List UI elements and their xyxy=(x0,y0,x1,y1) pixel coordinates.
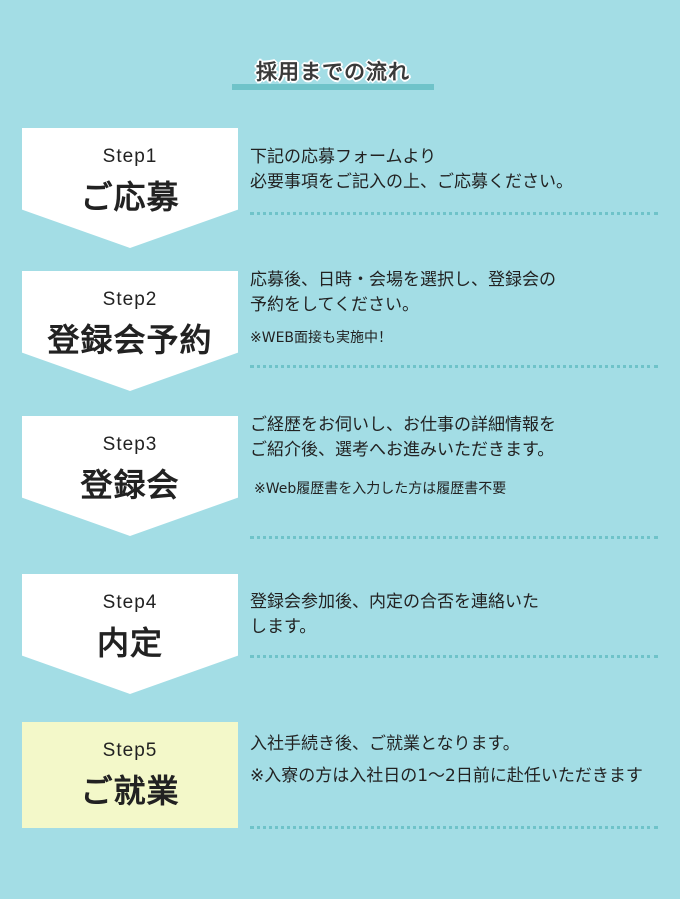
step-3-badge: Step3 登録会 xyxy=(22,416,238,536)
step-number: Step2 xyxy=(102,289,158,310)
divider xyxy=(250,655,658,658)
desc-line: ご紹介後、選考へお進みいただきます。 xyxy=(250,440,555,460)
step-1-description: 下記の応募フォームより必要事項をご記入の上、ご応募ください。 xyxy=(250,145,670,195)
step-4-badge: Step4 内定 xyxy=(22,574,238,694)
divider xyxy=(250,536,658,539)
desc-note: ※Web履歴書を入力した方は履歴書不要 xyxy=(254,481,507,497)
desc-line: ご経歴をお伺いし、お仕事の詳細情報を xyxy=(250,415,556,435)
divider xyxy=(250,212,658,215)
heading-underline xyxy=(232,84,434,90)
step-name: 内定 xyxy=(96,624,163,662)
step-name: ご応募 xyxy=(80,178,180,216)
desc-line: 応募後、日時・会場を選択し、登録会の xyxy=(250,270,556,290)
step-number: Step4 xyxy=(102,592,158,613)
section-heading: 採用までの流れ xyxy=(232,56,434,90)
step-name: 登録会予約 xyxy=(47,321,213,359)
heading-text: 採用までの流れ xyxy=(256,60,410,84)
step-2-description: 応募後、日時・会場を選択し、登録会の予約をしてください。 ※WEB面接も実施中！ xyxy=(250,268,670,351)
desc-line: 予約をしてください。 xyxy=(250,295,419,315)
step-number: Step3 xyxy=(102,434,158,455)
step-name: 登録会 xyxy=(80,466,180,504)
step-3-description: ご経歴をお伺いし、お仕事の詳細情報をご紹介後、選考へお進みいただきます。 ※Web… xyxy=(250,413,670,502)
divider xyxy=(250,826,658,829)
step-name: ご就業 xyxy=(80,772,180,810)
divider xyxy=(250,365,658,368)
step-number: Step1 xyxy=(102,146,158,167)
desc-line: 入社手続き後、ご就業となります。 xyxy=(250,734,520,754)
desc-line: 登録会参加後、内定の合否を連絡いた xyxy=(250,592,539,612)
step-2-badge: Step2 登録会予約 xyxy=(22,271,238,391)
step-1-badge: Step1 ご応募 xyxy=(22,128,238,248)
desc-note: ※WEB面接も実施中！ xyxy=(250,330,393,346)
step-number: Step5 xyxy=(102,740,158,761)
desc-line: 下記の応募フォームより xyxy=(250,147,437,167)
desc-line: 必要事項をご記入の上、ご応募ください。 xyxy=(250,172,573,192)
desc-note: ※入寮の方は入社日の1〜2日前に赴任いただきます xyxy=(250,766,643,786)
step-5-description: 入社手続き後、ご就業となります。 ※入寮の方は入社日の1〜2日前に赴任いただきます xyxy=(250,732,660,788)
desc-line: します。 xyxy=(250,617,317,637)
step-4-description: 登録会参加後、内定の合否を連絡いたします。 xyxy=(250,590,670,640)
step-5-badge: Step5 ご就業 xyxy=(22,722,238,828)
